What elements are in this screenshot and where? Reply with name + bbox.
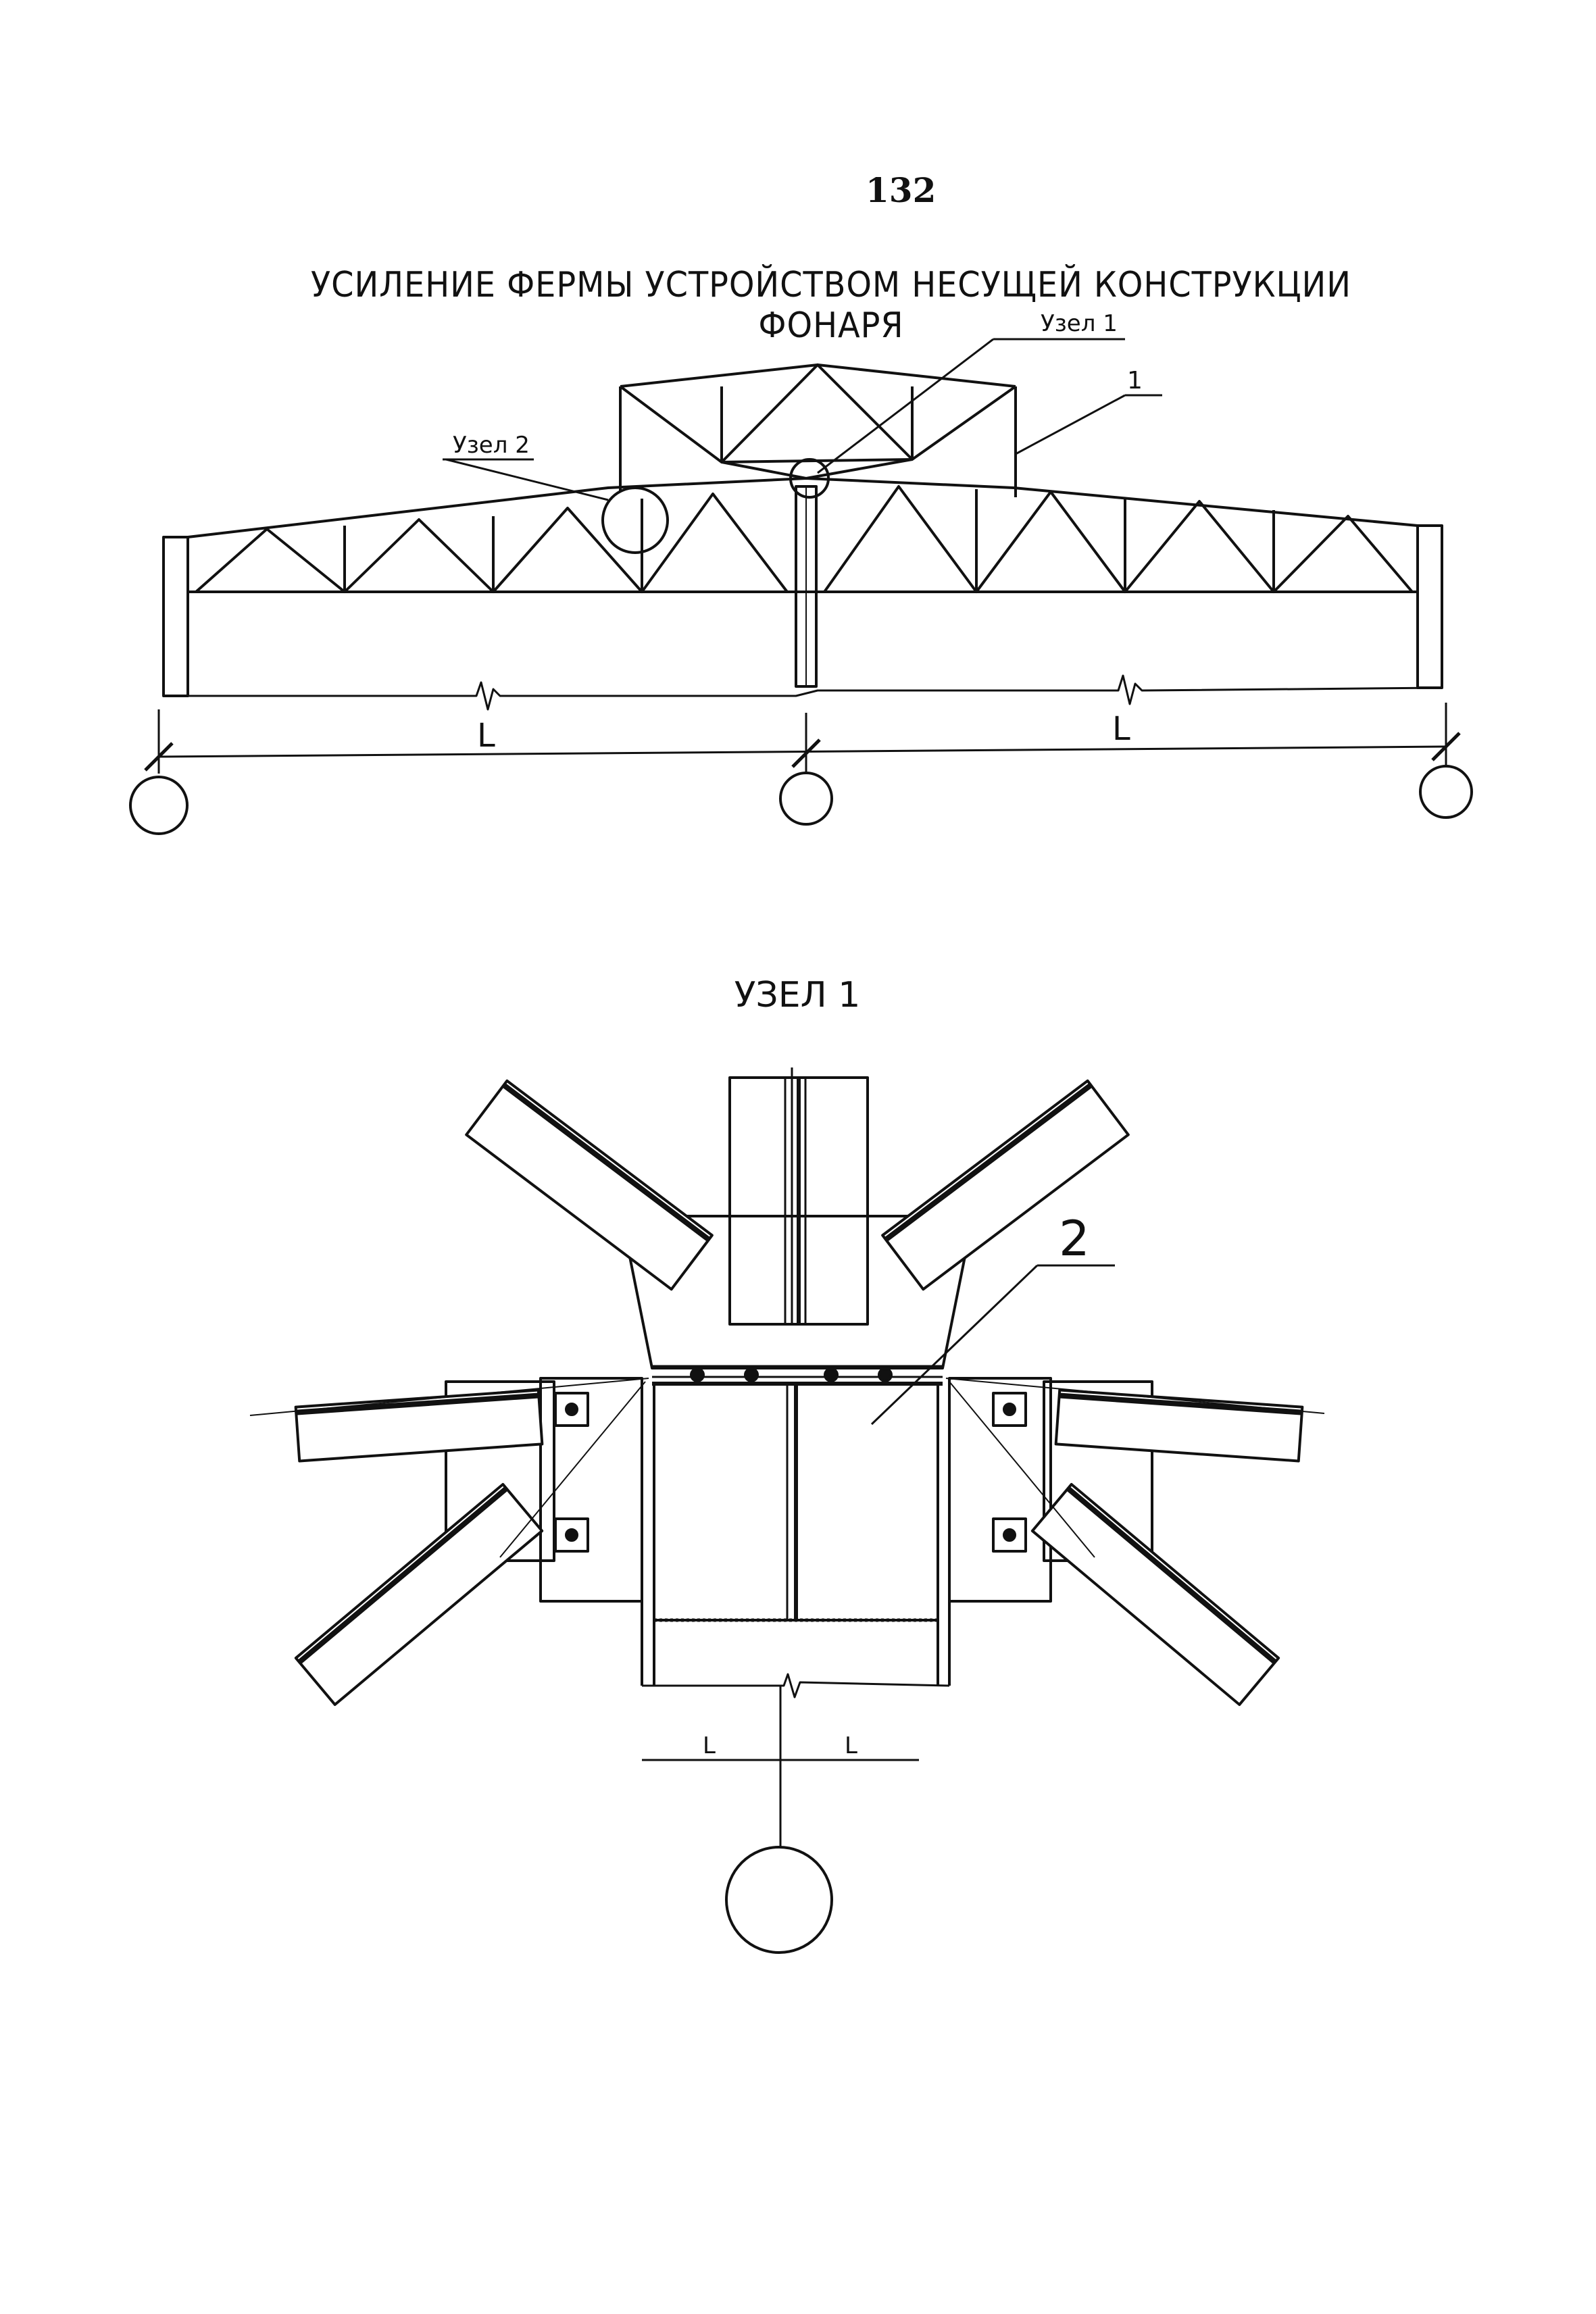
item1-label: 1 bbox=[1127, 367, 1143, 395]
drawing-title: УСИЛЕНИЕ ФЕРМЫ УСТРОЙСТВОМ НЕСУЩЕЙ КОНСТ… bbox=[311, 265, 1351, 346]
span-label-left: L bbox=[477, 717, 495, 755]
node1-label: Узел 1 bbox=[1041, 310, 1118, 337]
upper-gusset-plate bbox=[620, 1215, 974, 1369]
node2-callout-circle bbox=[601, 486, 669, 554]
dim-label-left: L bbox=[703, 1732, 716, 1759]
upper-left-diagonal bbox=[465, 1079, 714, 1291]
top-vertical-member bbox=[728, 1067, 869, 1326]
column-break-line bbox=[642, 1673, 950, 1699]
upper-right-diagonal bbox=[881, 1079, 1130, 1291]
dim-label-right: L bbox=[845, 1732, 857, 1759]
lower-right-diagonal bbox=[1030, 1482, 1280, 1707]
item2-label: 2 bbox=[1059, 1210, 1090, 1267]
lower-left-diagonal bbox=[294, 1482, 544, 1707]
node2-label: Узел 2 bbox=[453, 432, 530, 459]
right-chord-member bbox=[1054, 1388, 1304, 1463]
axis-marker-left bbox=[129, 776, 189, 835]
bolt-row bbox=[690, 1367, 893, 1382]
center-column bbox=[795, 485, 818, 688]
node1-callout-circle bbox=[789, 458, 830, 499]
axis-marker-center bbox=[779, 772, 833, 826]
span-label-right: L bbox=[1112, 710, 1130, 748]
ground-break-line bbox=[164, 674, 1443, 711]
axis-marker-right bbox=[1419, 765, 1473, 819]
left-chord-member bbox=[294, 1388, 544, 1463]
node-axis-marker bbox=[725, 1846, 833, 1954]
center-column-block bbox=[641, 1382, 951, 1686]
node-detail-title: УЗЕЛ 1 bbox=[734, 975, 861, 1015]
